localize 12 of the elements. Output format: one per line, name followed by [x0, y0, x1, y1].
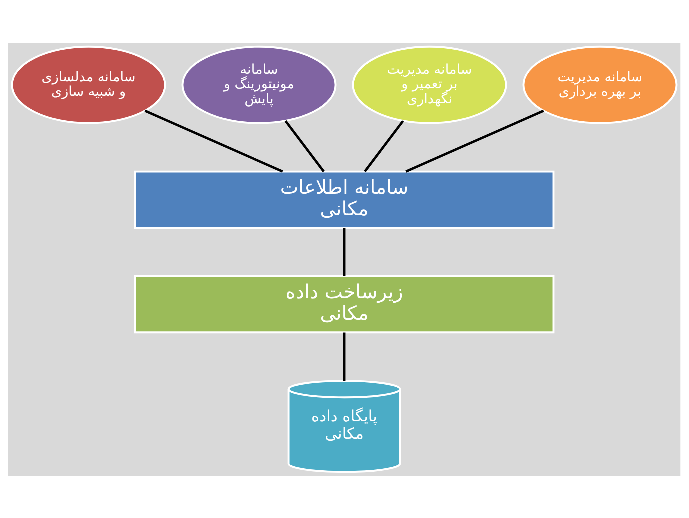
node-ellipse: سامانه مدیریت بر بهره برداری	[522, 45, 678, 124]
node-box: سامانه اطلاعات مکانی	[134, 170, 555, 228]
connector	[343, 332, 346, 381]
connector	[284, 120, 325, 172]
node-ellipse: سامانه مدیریت بر تعمیر و نگهداری	[352, 45, 508, 124]
connector	[144, 109, 284, 172]
node-box: زیرساخت داده مکانی	[134, 274, 555, 334]
node-ellipse: سامانه مدلسازی و شبیه سازی	[11, 45, 166, 124]
node-ellipse: سامانه مونیتورینگ و پایش	[182, 45, 337, 124]
connector	[364, 120, 404, 172]
connector	[343, 228, 346, 276]
connector	[406, 109, 544, 172]
